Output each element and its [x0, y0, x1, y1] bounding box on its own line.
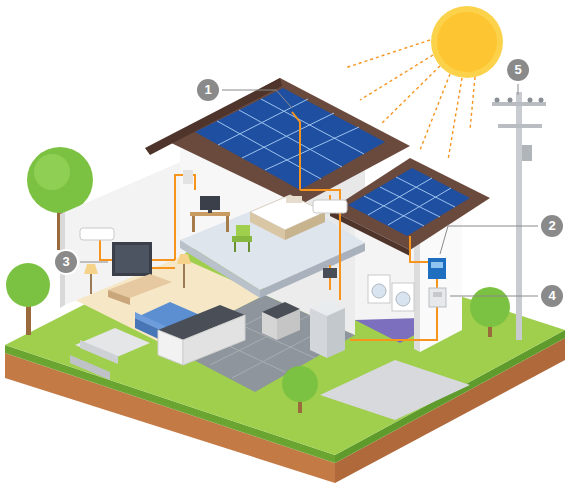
distribution-box — [429, 288, 446, 307]
refrigerator — [310, 300, 345, 358]
tree — [470, 287, 510, 337]
washing-machine — [368, 275, 414, 311]
callout-number: 5 — [507, 59, 529, 81]
panel-grid — [364, 177, 455, 226]
sun — [431, 6, 503, 78]
wall-edge — [414, 238, 420, 352]
air-conditioner — [80, 228, 114, 240]
path — [320, 360, 470, 420]
stairs — [70, 328, 150, 380]
tv-cabinet — [108, 274, 172, 305]
wiring — [100, 112, 437, 340]
chair — [232, 225, 252, 252]
callout-number: 4 — [541, 285, 563, 307]
callout-number: 3 — [55, 251, 77, 273]
kitchen-floor — [165, 295, 355, 392]
living-wall — [65, 160, 185, 305]
panel-grid — [217, 99, 364, 179]
television — [112, 242, 152, 276]
lamp — [84, 254, 191, 294]
air-conditioner — [313, 200, 347, 213]
solar-panel — [195, 88, 385, 190]
callout-number: 1 — [197, 79, 219, 101]
thermostat — [323, 268, 337, 278]
stove — [262, 302, 300, 340]
tree — [6, 263, 50, 335]
slab-edge — [180, 240, 260, 298]
desk — [190, 196, 230, 232]
callout-number: 2 — [541, 215, 563, 237]
switch — [183, 170, 193, 184]
leader-lines — [80, 84, 538, 296]
bedroom-floor — [180, 195, 365, 290]
tree — [282, 366, 318, 413]
slab-edge — [260, 243, 365, 298]
sun-core — [437, 12, 497, 72]
kitchen-counter — [158, 305, 245, 365]
inverter — [428, 258, 446, 279]
